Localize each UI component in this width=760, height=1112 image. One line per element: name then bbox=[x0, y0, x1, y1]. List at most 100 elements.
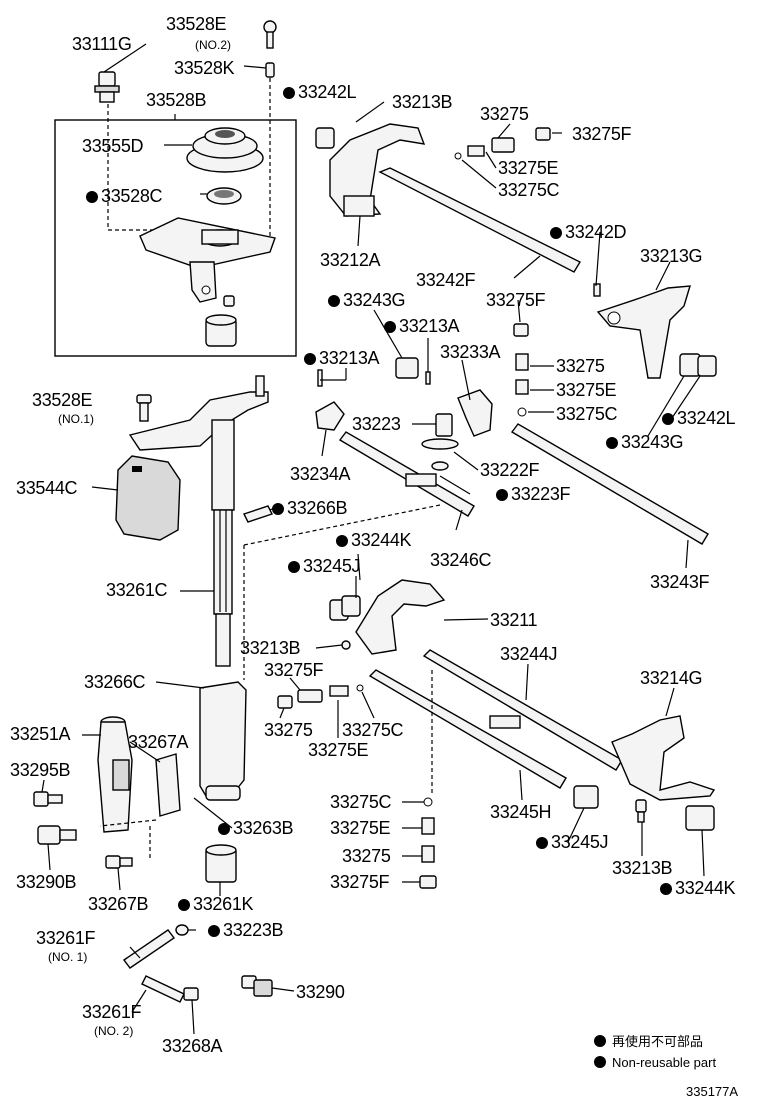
label-33212A: 33212A bbox=[320, 250, 381, 270]
sublabel-no1-b: (NO. 1) bbox=[48, 950, 88, 964]
label-33242L-top: 33242L bbox=[283, 82, 357, 102]
bolt-33213b-right bbox=[635, 799, 647, 823]
label-33243G-right: 33243G bbox=[606, 432, 684, 452]
retainer-plate bbox=[139, 217, 276, 347]
label-33213A-right: 33213A bbox=[384, 316, 460, 336]
boot-33555d bbox=[186, 127, 264, 173]
rod-33242f bbox=[378, 167, 581, 273]
label-33275E-low: 33275E bbox=[308, 740, 369, 760]
legend-jp: 再使用不可部品 bbox=[594, 1034, 703, 1050]
label-33275-low: 33275 bbox=[264, 720, 313, 740]
label-33213A-left: 33213A bbox=[304, 348, 380, 368]
label-33555D: 33555D bbox=[82, 136, 144, 156]
label-33275E-mid: 33275E bbox=[556, 380, 617, 400]
sublabel-no2-b: (NO. 2) bbox=[94, 1024, 134, 1038]
label-33245H: 33245H bbox=[490, 802, 552, 822]
bracket-33266c bbox=[199, 504, 441, 801]
label-33223: 33223 bbox=[352, 414, 401, 434]
label-33211: 33211 bbox=[490, 610, 538, 630]
pin-33261f-no2 bbox=[141, 975, 199, 1003]
label-33275C-mid: 33275C bbox=[556, 404, 618, 424]
label-33268A: 33268A bbox=[162, 1036, 223, 1056]
label-33245J-right: 33245J bbox=[536, 832, 609, 852]
label-33275F-low: 33275F bbox=[264, 660, 324, 680]
label-33544C: 33544C bbox=[16, 478, 78, 498]
detent-top bbox=[454, 127, 551, 160]
rod-33243f bbox=[510, 423, 709, 545]
label-33233A: 33233A bbox=[440, 342, 501, 362]
bolt-33528e-no2 bbox=[263, 20, 277, 238]
label-33242D: 33242D bbox=[550, 222, 627, 242]
cover-33544c bbox=[115, 455, 181, 541]
label-33266C: 33266C bbox=[84, 672, 146, 692]
label-33295B: 33295B bbox=[10, 760, 71, 780]
bush-33243g bbox=[317, 357, 431, 387]
pin-33261f-no1 bbox=[123, 924, 189, 969]
fork-33212a bbox=[329, 123, 426, 217]
label-33267B: 33267B bbox=[88, 894, 149, 914]
bracket-33267a bbox=[99, 753, 181, 827]
label-33261F-no1: 33261F bbox=[36, 928, 96, 948]
label-33528K: 33528K bbox=[174, 58, 235, 78]
label-33246C: 33246C bbox=[430, 550, 492, 570]
sublabel-no2: (NO.2) bbox=[195, 38, 231, 52]
rod-33244j bbox=[422, 649, 623, 771]
label-33213G: 33213G bbox=[640, 246, 703, 266]
label-33290: 33290 bbox=[296, 982, 345, 1002]
label-33275-top: 33275 bbox=[480, 104, 529, 124]
label-33214G: 33214G bbox=[640, 668, 703, 688]
shift-lever-shaft bbox=[128, 375, 269, 667]
label-33242F: 33242F bbox=[416, 270, 476, 290]
pin-33223 bbox=[421, 413, 459, 471]
label-33275C-top: 33275C bbox=[498, 180, 560, 200]
label-33267A: 33267A bbox=[128, 732, 189, 752]
label-33290B: 33290B bbox=[16, 872, 77, 892]
label-33275F-bottom: 33275F bbox=[330, 872, 390, 892]
label-33213B-top: 33213B bbox=[392, 92, 453, 112]
detent-low bbox=[277, 684, 364, 709]
plug-33111g bbox=[94, 71, 120, 103]
label-33242L-right: 33242L bbox=[662, 408, 736, 428]
detent-mid bbox=[513, 323, 529, 417]
label-33251A: 33251A bbox=[10, 724, 71, 744]
label-33275E-top: 33275E bbox=[498, 158, 559, 178]
label-33243G-top: 33243G bbox=[328, 290, 406, 310]
label-33111G: 33111G bbox=[72, 34, 132, 54]
label-33244K-right: 33244K bbox=[660, 878, 736, 898]
label-33261C: 33261C bbox=[106, 580, 168, 600]
label-33244J: 33244J bbox=[500, 644, 558, 664]
legend-en: Non-reusable part bbox=[594, 1055, 716, 1071]
bolt-33267b bbox=[105, 826, 151, 869]
label-33234A: 33234A bbox=[290, 464, 351, 484]
label-33245J-top: 33245J bbox=[288, 556, 361, 576]
detent-bottom bbox=[419, 797, 437, 889]
fork-33211 bbox=[329, 579, 446, 655]
rod-33245h bbox=[368, 669, 567, 796]
label-33213B-mid: 33213B bbox=[240, 638, 301, 658]
switch-33290 bbox=[241, 975, 273, 997]
label-33275F-mid: 33275F bbox=[486, 290, 546, 310]
label-33223F: 33223F bbox=[496, 484, 571, 504]
label-33528B: 33528B bbox=[146, 90, 207, 110]
head-33233a bbox=[457, 389, 493, 437]
label-33243F: 33243F bbox=[650, 572, 710, 592]
label-33528E-no1: 33528E bbox=[32, 390, 93, 410]
bush-33244k-right bbox=[685, 805, 715, 831]
pin-33266b bbox=[243, 505, 273, 523]
label-33528E-no2: 33528E bbox=[166, 14, 227, 34]
sublabel-no1: (NO.1) bbox=[58, 412, 94, 426]
fork-33213g bbox=[593, 283, 691, 379]
switch-33290b bbox=[37, 825, 77, 845]
bush-33242l-top bbox=[315, 127, 335, 149]
label-33528C: 33528C bbox=[86, 186, 163, 206]
figure-code: 335177A bbox=[686, 1084, 739, 1099]
bolt-33528e-no1 bbox=[136, 394, 152, 422]
label-33266B: 33266B bbox=[272, 498, 348, 518]
label-33263B: 33263B bbox=[218, 818, 294, 838]
label-33275C-low: 33275C bbox=[342, 720, 404, 740]
clip-33234a bbox=[315, 401, 345, 431]
label-33261K: 33261K bbox=[178, 894, 254, 914]
label-33275E-bottom: 33275E bbox=[330, 818, 391, 838]
